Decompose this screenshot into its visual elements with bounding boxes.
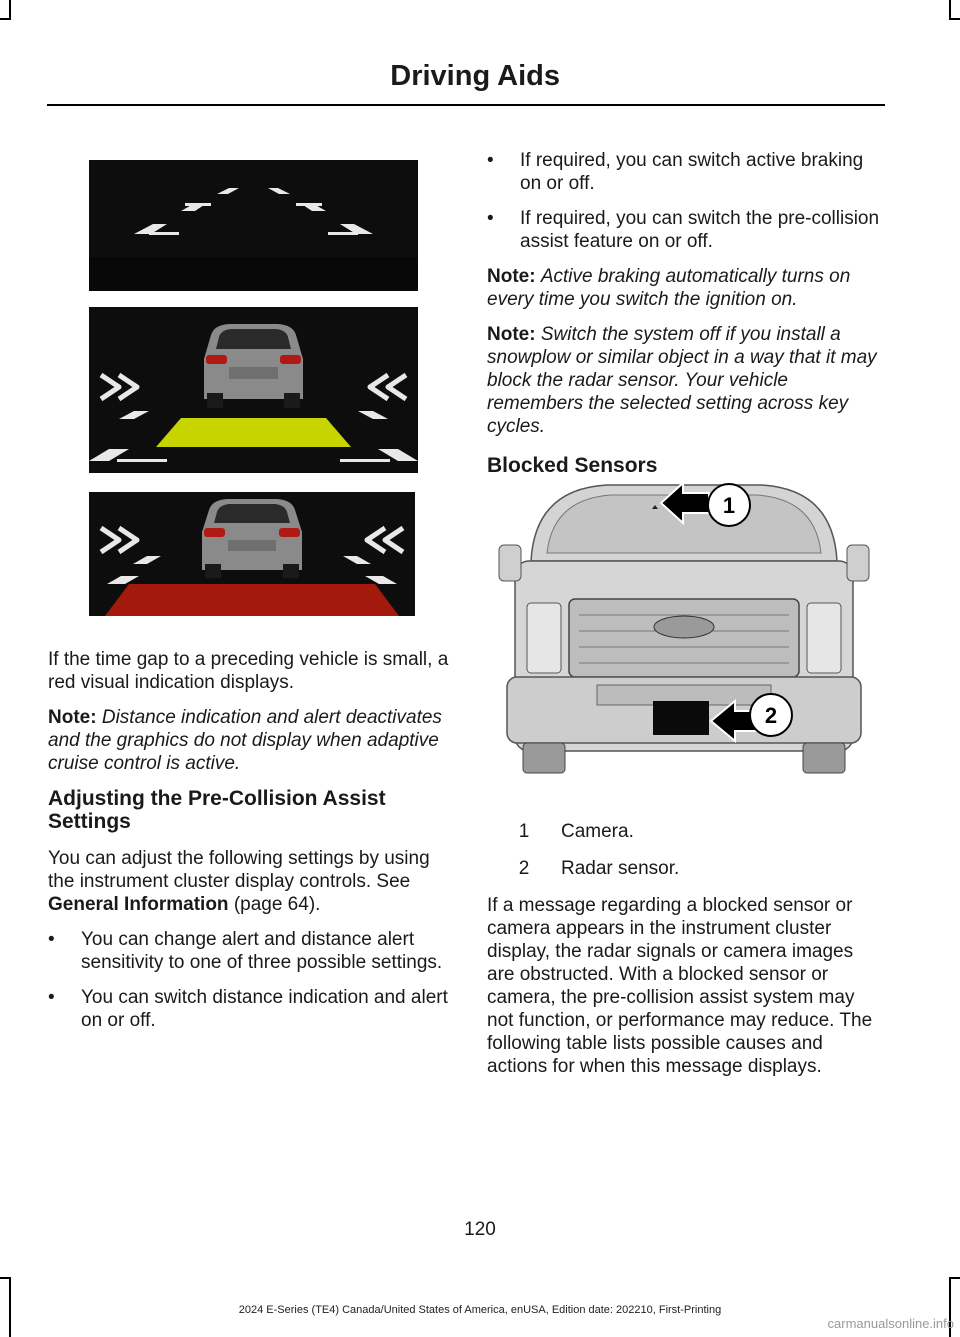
crop-mark xyxy=(9,0,11,20)
right-column: • If required, you can switch active bra… xyxy=(487,149,881,491)
watermark: carmanualsonline.info xyxy=(827,1316,954,1331)
red-zone xyxy=(105,584,399,616)
crop-mark xyxy=(949,0,951,20)
callout-label-2: 2 xyxy=(765,703,777,728)
bullet-glyph: • xyxy=(487,208,494,229)
right-column-lower: 1 Camera. 2 Radar sensor. If a message r… xyxy=(487,820,881,1090)
bullet-item: • If required, you can switch the pre-co… xyxy=(487,208,880,252)
distance-indication-figure-amber xyxy=(89,307,418,473)
crop-mark xyxy=(0,1277,11,1279)
van-sensor-location-figure: 1 2 xyxy=(487,475,881,813)
distance-indication-figure-empty xyxy=(89,160,418,291)
left-column: If the time gap to a preceding vehicle i… xyxy=(48,648,450,1044)
callout-label-1: 1 xyxy=(723,493,735,518)
bullet-glyph: • xyxy=(48,987,55,1008)
note: Note: Distance indication and alert deac… xyxy=(48,706,450,775)
page-number: 120 xyxy=(464,1219,496,1240)
distance-indication-figure-red xyxy=(89,492,415,616)
bullet-item: • If required, you can switch active bra… xyxy=(487,150,864,194)
paragraph: If a message regarding a blocked sensor … xyxy=(487,895,873,1077)
crop-mark xyxy=(949,1277,951,1337)
vehicle-rear xyxy=(202,499,302,578)
header-rule xyxy=(47,104,885,106)
amber-zone xyxy=(156,418,351,447)
bullet-item: • You can change alert and distance aler… xyxy=(48,929,443,973)
note: Note: Active braking automatically turns… xyxy=(487,265,881,311)
legend-item: 2 Radar sensor. xyxy=(518,858,680,879)
legend-item: 1 Camera. xyxy=(518,821,634,842)
crop-mark xyxy=(949,18,960,20)
note-text: Switch the system off if you install a s… xyxy=(487,324,877,437)
note-label: Note: xyxy=(487,266,536,287)
radar-sensor-block xyxy=(653,701,709,735)
bullet-glyph: • xyxy=(487,150,494,171)
page-header-title: Driving Aids xyxy=(390,60,560,92)
note-text: Distance indication and alert deactivate… xyxy=(48,707,442,774)
note-label: Note: xyxy=(487,324,536,345)
vehicle-rear xyxy=(204,324,303,408)
section-heading: Adjusting the Pre-Collision Assist Setti… xyxy=(48,787,386,833)
bullet-glyph: • xyxy=(48,929,55,950)
crop-mark xyxy=(9,1277,11,1337)
section-heading: Blocked Sensors xyxy=(487,454,658,477)
paragraph: If the time gap to a preceding vehicle i… xyxy=(48,649,449,693)
callout-arrow-camera xyxy=(659,480,751,527)
footer-text: 2024 E-Series (TE4) Canada/United States… xyxy=(238,1304,722,1316)
note-label: Note: xyxy=(48,707,97,728)
note: Note: Switch the system off if you insta… xyxy=(487,323,881,438)
bullet-item: • You can switch distance indication and… xyxy=(48,987,448,1031)
paragraph: You can adjust the following settings by… xyxy=(48,848,430,915)
crop-mark xyxy=(0,18,11,20)
callout-arrow-radar xyxy=(709,693,793,744)
crop-mark xyxy=(949,1277,960,1279)
note-text: Active braking automatically turns on ev… xyxy=(487,266,851,310)
cross-reference-link[interactable]: General Information xyxy=(48,894,229,915)
